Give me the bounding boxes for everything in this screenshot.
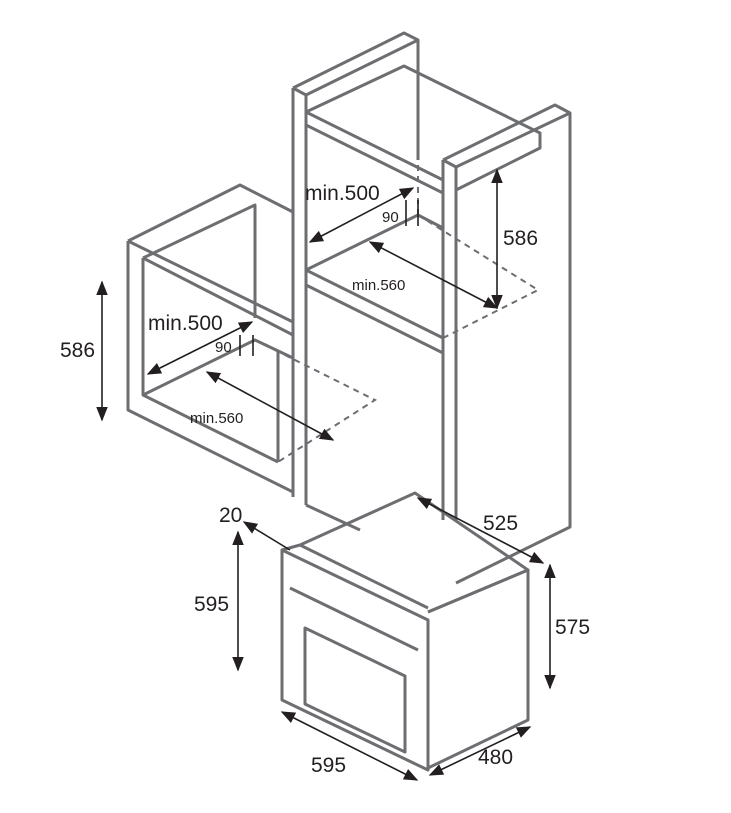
- upper-depth-label: min.500: [305, 182, 380, 205]
- oven-body-width-label: 480: [478, 746, 513, 769]
- lower-height-label: 586: [60, 339, 95, 362]
- lower-cabinet: [126, 183, 378, 494]
- oven-panel-label: 20: [219, 504, 242, 527]
- lower-depth-label: min.500: [148, 312, 223, 335]
- lower-width-label: min.560: [190, 410, 243, 427]
- oven-front-width-label: 595: [311, 754, 346, 777]
- upper-gap-label: 90: [382, 209, 399, 226]
- oven-body-height-label: 575: [555, 616, 590, 639]
- oven-front-height-label: 595: [194, 593, 229, 616]
- oven-depth-label: 525: [483, 512, 518, 535]
- lower-gap-label: 90: [215, 339, 232, 356]
- dimension-arrows: [96, 168, 556, 781]
- upper-width-label: min.560: [352, 277, 405, 294]
- tall-cabinet: [291, 31, 572, 585]
- upper-height-label: 586: [503, 227, 538, 250]
